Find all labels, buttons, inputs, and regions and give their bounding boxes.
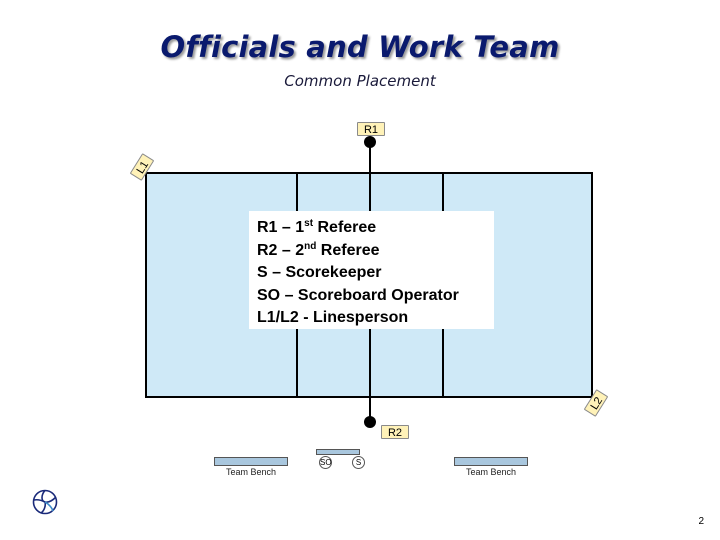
team-bench-left [214, 457, 288, 466]
legend-lines: L1/L2 - Linesperson [257, 309, 409, 326]
page-title: Officials and Work Team [160, 30, 560, 64]
scorekeeper-seat: S [352, 456, 365, 469]
legend-r1: R1 – 1st Referee [257, 218, 377, 237]
legend-s: S – Scorekeeper [257, 264, 382, 281]
legend-so: SO – Scoreboard Operator [257, 286, 459, 304]
volleyball-icon [32, 489, 58, 515]
team-bench-left-label: Team Bench [225, 467, 277, 477]
page-subtitle: Common Placement [284, 72, 436, 90]
r2-label: R2 [381, 425, 409, 439]
r1-position-dot [364, 136, 376, 148]
r2-position-dot [364, 416, 376, 428]
legend-r2: R2 – 2nd Referee [257, 240, 380, 259]
page-number: 2 [698, 516, 704, 527]
team-bench-right [454, 457, 528, 466]
r1-label: R1 [357, 122, 385, 136]
team-bench-right-label: Team Bench [465, 467, 517, 477]
legend-box: R1 – 1st Referee R2 – 2nd Referee S – Sc… [249, 211, 494, 329]
scorer-table [316, 449, 360, 455]
scoreboard-operator-seat: SO [319, 456, 332, 469]
